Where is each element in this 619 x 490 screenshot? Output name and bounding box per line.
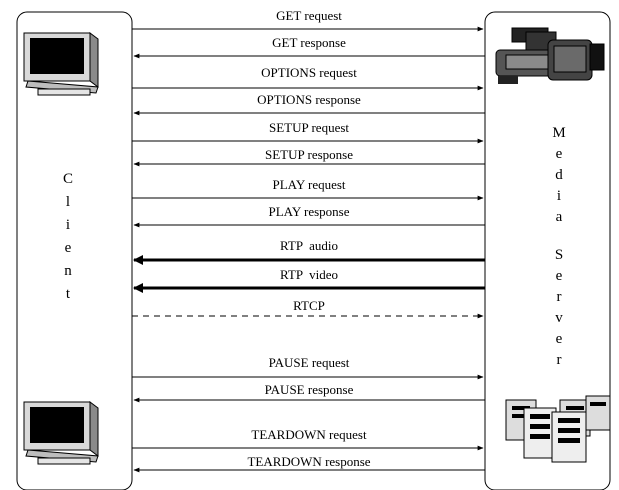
vertical-label-char: i: [66, 217, 70, 233]
computer-monitor-icon: [23, 32, 99, 96]
vertical-label-char: d: [555, 167, 563, 183]
message-row: GET request: [132, 8, 484, 32]
message-label: GET response: [272, 35, 346, 50]
server-box: [484, 11, 611, 490]
message-row: PAUSE request: [132, 355, 484, 380]
message-label: OPTIONS request: [261, 65, 357, 80]
vertical-label-char: v: [555, 310, 563, 326]
message-row: OPTIONS request: [132, 65, 484, 91]
vertical-label-char: l: [66, 194, 70, 210]
message-row: TEARDOWN request: [132, 427, 484, 451]
message-label: PLAY response: [268, 204, 349, 219]
message-label: SETUP request: [269, 120, 349, 135]
video-camera-icon: [495, 27, 605, 84]
message-row: TEARDOWN response: [133, 454, 485, 473]
message-label: RTP audio: [280, 238, 338, 253]
message-label: OPTIONS response: [257, 92, 361, 107]
message-label: GET request: [276, 8, 342, 23]
message-row: RTCP: [132, 298, 484, 319]
message-row: PAUSE response: [133, 382, 485, 403]
vertical-label-char: r: [557, 289, 562, 305]
vertical-label-char: n: [64, 263, 72, 279]
vertical-label-char: t: [66, 286, 71, 302]
message-row: RTP audio: [133, 238, 485, 265]
vertical-label-char: e: [556, 146, 563, 162]
vertical-label-char: i: [557, 188, 561, 204]
message-row: RTP video: [133, 267, 485, 293]
vertical-label-char: e: [65, 240, 72, 256]
message-label: TEARDOWN request: [251, 427, 367, 442]
message-row: OPTIONS response: [133, 92, 485, 116]
message-row: GET response: [133, 35, 485, 59]
message-row: PLAY request: [132, 177, 484, 201]
message-label: RTCP: [293, 298, 325, 313]
vertical-label-char: e: [556, 268, 563, 284]
message-label: TEARDOWN response: [247, 454, 370, 469]
vertical-label-char: M: [552, 125, 565, 141]
message-label: PAUSE response: [265, 382, 354, 397]
client-box: [16, 11, 133, 490]
message-row: SETUP response: [133, 147, 485, 167]
computer-monitor-icon: [23, 401, 99, 465]
server-towers-icon: [505, 395, 611, 463]
vertical-label-char: r: [557, 352, 562, 368]
message-label: RTP video: [280, 267, 338, 282]
vertical-label-char: S: [555, 247, 563, 263]
message-label: PLAY request: [272, 177, 345, 192]
message-label: PAUSE request: [269, 355, 350, 370]
message-row: SETUP request: [132, 120, 484, 144]
message-label: SETUP response: [265, 147, 353, 162]
vertical-label-char: C: [63, 171, 73, 187]
message-row: PLAY response: [133, 204, 485, 228]
vertical-label-char: a: [556, 209, 563, 225]
vertical-label-char: e: [556, 331, 563, 347]
